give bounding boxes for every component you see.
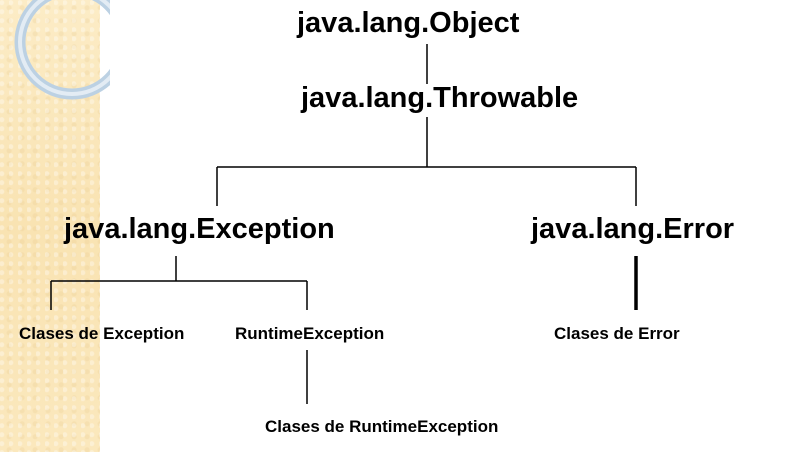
node-java-lang-error: java.lang.Error [531, 213, 735, 245]
decorative-side-strip [0, 0, 100, 452]
node-clases-de-exception: Clases de Exception [19, 324, 185, 343]
decorative-ring [14, 0, 110, 100]
node-clases-de-error: Clases de Error [554, 324, 680, 343]
node-clases-de-runtime-exception: Clases de RuntimeException [265, 417, 499, 436]
node-runtime-exception: RuntimeException [235, 324, 385, 343]
node-java-lang-object: java.lang.Object [297, 7, 520, 39]
node-java-lang-exception: java.lang.Exception [64, 213, 335, 245]
node-java-lang-throwable: java.lang.Throwable [301, 82, 579, 114]
